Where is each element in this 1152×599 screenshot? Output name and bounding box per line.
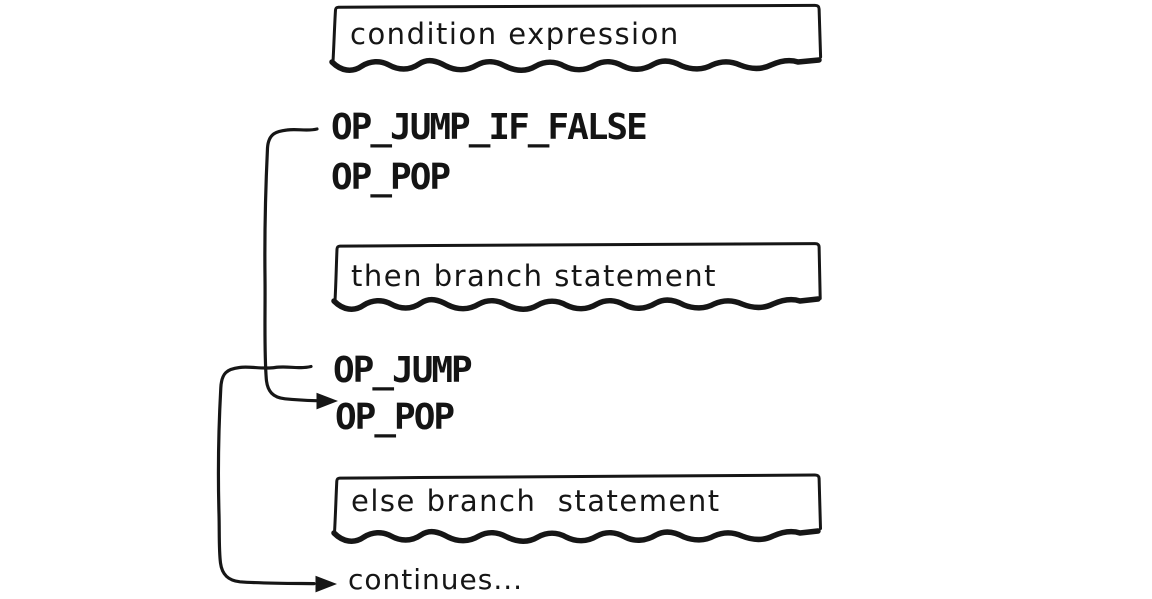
condition-expression-box-torn-edge: [329, 57, 822, 73]
else-branch-box: [333, 473, 822, 535]
jump-arrow-line: [216, 364, 316, 586]
then-branch-box: [333, 242, 822, 303]
op-pop-second-label: OP_POP: [335, 397, 455, 438]
else-branch-box-torn-edge: [331, 528, 821, 544]
continues-label: continues...: [348, 563, 524, 596]
jump-arrowhead: [315, 575, 337, 593]
else-branch-label: else branch statement: [351, 484, 721, 518]
then-branch-label: then branch statement: [351, 259, 718, 293]
condition-expression-label: condition expression: [350, 17, 680, 51]
jump-if-false-arrow-line: [263, 127, 319, 403]
then-branch-box-torn-edge: [331, 296, 821, 312]
condition-expression-box: [331, 3, 823, 63]
jump-if-false-arrowhead: [316, 392, 338, 410]
op-pop-first-label: OP_POP: [331, 157, 451, 198]
op-jump-label: OP_JUMP: [333, 350, 473, 391]
op-jump-if-false-label: OP_JUMP_IF_FALSE: [331, 107, 648, 148]
